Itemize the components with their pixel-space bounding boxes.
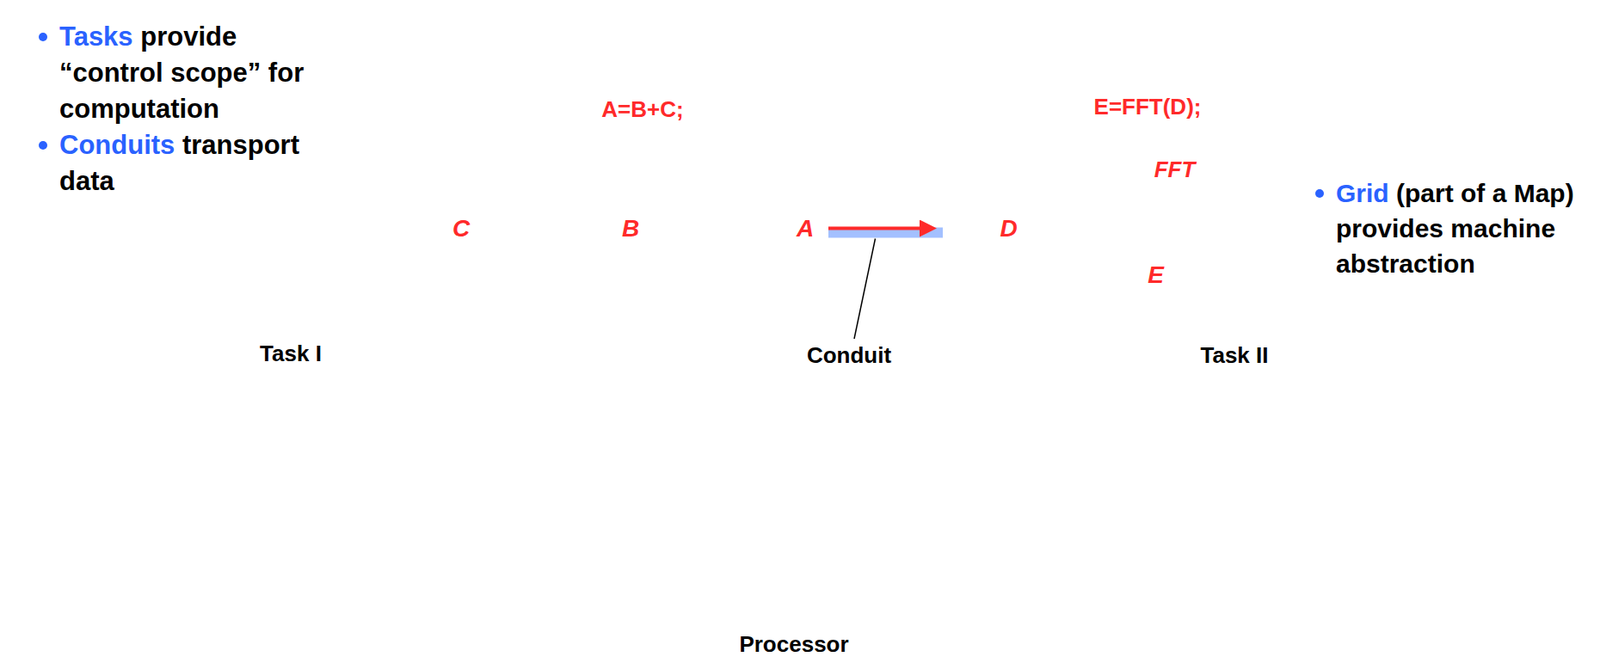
board-label: Processor — [738, 631, 849, 658]
code-label: E=FFT(D); — [1094, 93, 1202, 120]
callout-text: Tasks provide “control scope” for comput… — [59, 18, 318, 128]
data-block: E — [1064, 247, 1186, 303]
block-label: C — [387, 153, 535, 304]
callout-bubble: Tasks provide “control scope” for comput… — [5, 1, 353, 236]
callout-text: Grid (part of a Map) provides machine ab… — [1335, 175, 1586, 282]
task-platform: CBAA=B+C;Task I — [336, 137, 880, 327]
data-block-outline — [372, 153, 530, 314]
conduit-tube — [828, 227, 943, 239]
callout-text: Conduits transport data — [59, 127, 318, 200]
data-block-outline — [1064, 247, 1196, 314]
processor-chip — [1051, 503, 1174, 569]
data-block-outline — [541, 153, 698, 314]
data-block: B — [541, 153, 688, 304]
processor-chip — [1081, 414, 1204, 480]
task-platform-outline — [890, 137, 1254, 338]
processor-chip — [346, 503, 469, 569]
bullet-dot — [38, 32, 48, 42]
conduit-label: Conduit — [805, 342, 893, 369]
data-block: C — [372, 153, 519, 304]
task-platform: DFFTEE=FFT(D);Task II — [890, 137, 1244, 327]
block-label: E — [1095, 247, 1217, 303]
block-label: A — [732, 153, 879, 304]
function-block: FFT — [1109, 151, 1230, 204]
function-label: FFT — [1114, 142, 1235, 196]
processor-chip — [699, 503, 822, 569]
task-label: Task I — [259, 340, 322, 367]
processor-chip — [875, 503, 998, 569]
data-block: A — [711, 153, 858, 304]
code-label: A=B+C; — [601, 96, 684, 123]
block-label: B — [557, 153, 704, 304]
processor-board-outline — [290, 390, 1311, 628]
callout-bubble: Grid (part of a Map) provides machine ab… — [1281, 120, 1594, 337]
leader-line — [854, 239, 876, 340]
conduit-arrow — [828, 227, 931, 231]
processor-chip — [908, 414, 1031, 480]
bullet-dot — [38, 141, 48, 150]
data-block: D — [921, 153, 1067, 304]
task-label: Task II — [1200, 342, 1268, 369]
processor-chip — [560, 414, 684, 480]
bullet-dot — [1315, 189, 1324, 198]
processor-chip — [387, 414, 511, 480]
processor-board: Processor — [290, 390, 1301, 617]
block-label: D — [935, 153, 1082, 304]
data-block-outline — [711, 153, 868, 314]
data-block-outline — [921, 153, 1077, 314]
processor-chip — [734, 414, 857, 480]
processor-chip — [523, 503, 647, 569]
